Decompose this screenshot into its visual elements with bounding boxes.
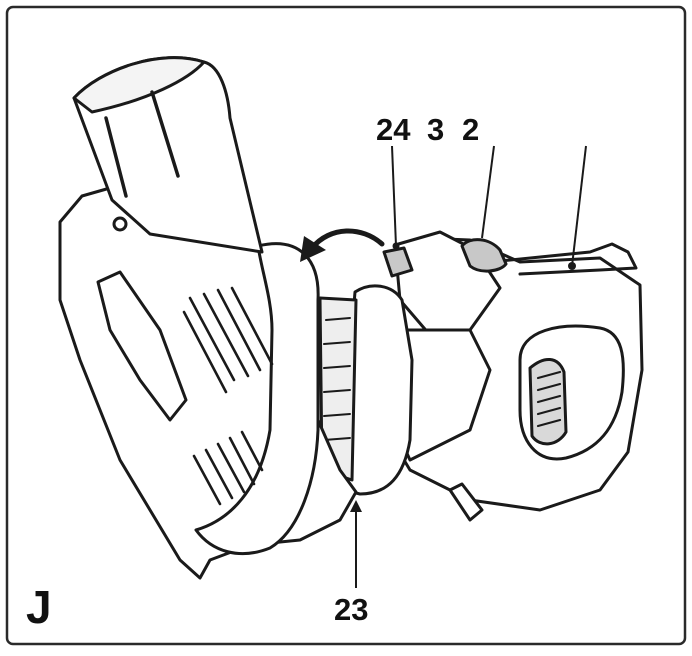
housing-window — [96, 270, 188, 422]
curved-rotation-arrow-icon — [300, 228, 385, 262]
leader-dot-3 — [568, 262, 576, 270]
release-lever — [382, 246, 414, 278]
trigger-switch — [528, 358, 568, 446]
callout-24: 24 — [376, 112, 411, 147]
lower-foot — [448, 482, 484, 522]
callout-3: 3 — [427, 112, 445, 147]
housing-screw — [112, 216, 128, 232]
leader-arrowhead-23 — [350, 500, 362, 512]
callout-2: 2 — [462, 112, 480, 147]
handle-top-rail — [488, 242, 638, 276]
locking-button — [460, 238, 508, 273]
callout-23: 23 — [334, 592, 369, 627]
leader-line-24 — [391, 145, 397, 247]
leader-dot-24 — [392, 242, 400, 250]
blower-tube-mouth — [72, 56, 206, 114]
panel-letter: J — [26, 581, 52, 633]
leader-line-3 — [571, 145, 587, 267]
nozzle-guard — [194, 242, 320, 556]
leader-line-2 — [481, 145, 495, 239]
